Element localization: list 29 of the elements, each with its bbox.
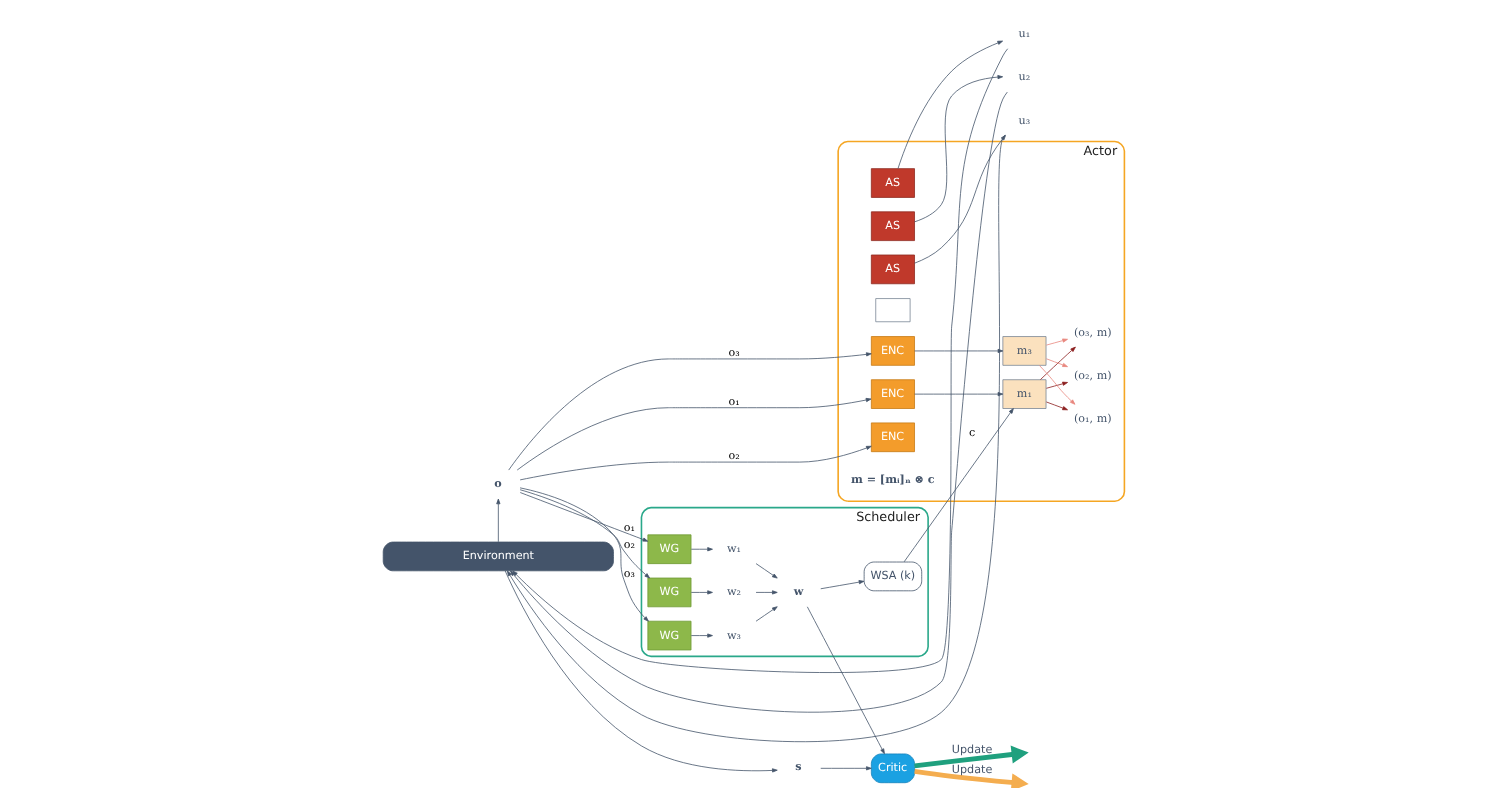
arrow xyxy=(1039,346,1075,380)
arrow xyxy=(913,392,1003,397)
arrow xyxy=(518,487,648,622)
arrow xyxy=(902,408,1013,563)
arrow xyxy=(754,563,777,579)
arrow xyxy=(1038,365,1075,405)
arrow xyxy=(689,547,712,552)
arrow xyxy=(805,606,884,755)
arrow xyxy=(754,590,777,595)
arrow xyxy=(1045,338,1067,346)
arrow xyxy=(896,40,1002,169)
arrow xyxy=(507,352,871,471)
arrow xyxy=(518,492,648,542)
arrow xyxy=(1045,401,1067,411)
arrow xyxy=(518,445,871,481)
node-box xyxy=(874,298,910,323)
arrow xyxy=(913,134,1005,264)
arrow xyxy=(518,489,649,579)
arrow xyxy=(689,590,712,595)
arrow xyxy=(819,580,864,590)
arrow xyxy=(689,633,712,638)
arrow xyxy=(515,397,871,471)
arrow xyxy=(913,75,1003,223)
arrow xyxy=(495,498,500,543)
arrow xyxy=(754,606,777,622)
arrow xyxy=(1045,381,1067,389)
arrow xyxy=(1045,358,1067,368)
arrow xyxy=(913,348,1003,353)
arrow xyxy=(819,766,871,771)
